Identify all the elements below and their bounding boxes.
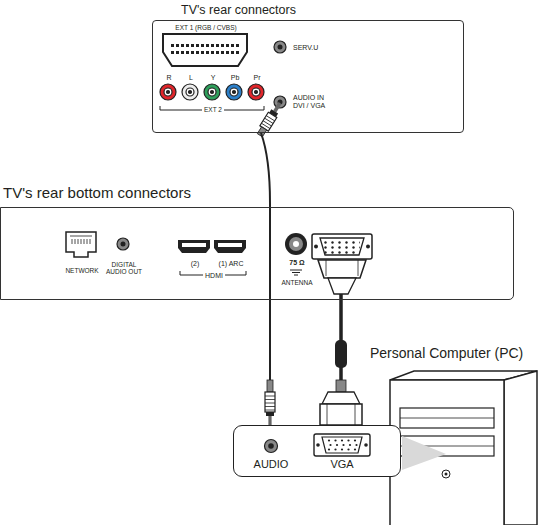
- vga-plug: [318, 260, 366, 300]
- connector-label: SERV.U: [293, 44, 318, 52]
- tv-rear-panel: TV's rear connectorsEXT 1 (RGB / CVBS)SE…: [152, 20, 464, 133]
- pc-connector-panel: AUDIO VGA: [233, 425, 401, 477]
- connector-label: Pb: [231, 74, 240, 82]
- service-jack: [274, 41, 286, 53]
- connector-label: (1) ARC: [219, 260, 244, 268]
- connector-label: 75 Ω: [289, 259, 304, 267]
- port-label: AUDIO: [254, 458, 289, 471]
- connector-label: Pr: [254, 74, 261, 82]
- audio-cable: [261, 133, 275, 425]
- connector-label: R: [166, 74, 171, 82]
- connector-label: NETWORK: [65, 267, 98, 274]
- panel-heading: TV's rear bottom connectors: [3, 184, 191, 201]
- panel-heading: Personal Computer (PC): [370, 345, 523, 361]
- tv-bottom-panel: TV's rear bottom connectorsNETWORKDIGITA…: [0, 207, 514, 300]
- vga-cable: [320, 300, 362, 425]
- connector-label: L: [189, 74, 193, 82]
- panel-heading: TV's rear connectors: [181, 3, 296, 17]
- connector-label: AUDIO IN DVI / VGA: [293, 94, 335, 110]
- connector-label: EXT 2: [202, 106, 224, 113]
- vga-socket: [312, 234, 372, 259]
- antenna-socket: [285, 233, 307, 275]
- connector-label: EXT 1 (RGB / CVBS): [175, 24, 236, 31]
- connector-label: Y: [211, 74, 216, 82]
- connector-label: ANTENNA: [281, 279, 312, 286]
- port-label: VGA: [330, 458, 353, 471]
- scart-socket: [163, 34, 247, 66]
- digital-audio-jack: [117, 238, 129, 250]
- network-socket: [66, 232, 96, 257]
- pc-port-drawing: [234, 426, 402, 478]
- rca-jacks: [160, 84, 264, 100]
- connector-label: HDMI: [203, 272, 225, 280]
- hdmi-sockets: [178, 240, 246, 253]
- connector-label: DIGITAL AUDIO OUT: [102, 261, 146, 276]
- connector-label: (2): [191, 260, 200, 268]
